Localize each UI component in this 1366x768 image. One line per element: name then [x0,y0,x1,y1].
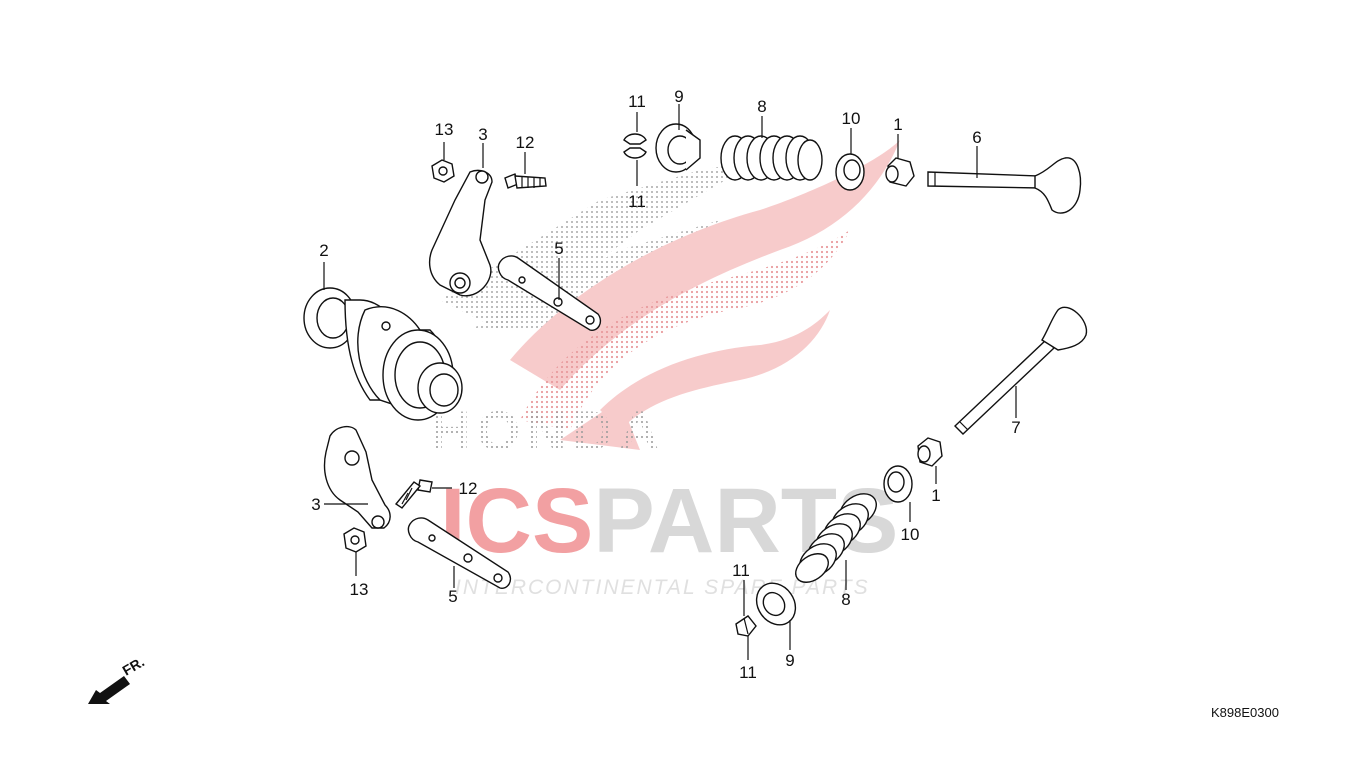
callout-11: 11 [628,92,646,111]
rocker-arm-upper [428,169,493,297]
callout-13: 13 [350,580,369,599]
callout-10: 10 [842,109,861,128]
adjusting-screw-upper [504,173,547,189]
callout-9: 9 [674,87,683,106]
valve-cotter-upper [623,133,647,159]
intake-valve [927,157,1082,214]
rocker-shaft-upper [497,255,602,331]
rocker-arm-lower [323,425,391,529]
valve-cotter-lower [735,615,757,637]
leader-lines [323,104,1017,660]
callout-12: 12 [459,479,478,498]
callout-5: 5 [554,239,563,258]
callout-9: 9 [785,651,794,670]
callout-1: 1 [931,486,940,505]
callout-13: 13 [435,120,454,139]
callout-10: 10 [901,525,920,544]
callout-11: 11 [732,561,750,580]
callout-8: 8 [757,97,766,116]
callout-3: 3 [478,125,487,144]
callout-11: 11 [739,663,757,682]
nut-lower [343,527,367,553]
front-arrow-icon [88,676,130,704]
adjusting-screw-lower [394,479,433,509]
nut-upper [431,159,455,183]
valve-spring-upper [720,135,823,181]
spring-seat-upper [835,153,865,191]
callout-1: 1 [893,115,902,134]
callout-6: 6 [972,128,981,147]
callout-2: 2 [319,241,328,260]
front-direction-indicator: FR. [88,653,147,704]
callout-12: 12 [516,133,535,152]
camshaft-part [303,287,463,421]
callout-8: 8 [841,590,850,609]
valve-spring-lower [795,493,877,583]
callout-3: 3 [311,495,320,514]
callout-11: 11 [628,192,646,211]
exhaust-valve [953,306,1088,435]
diagram-code: K898E0300 [1211,705,1279,720]
front-label: FR. [120,653,148,678]
spring-seat-lower [883,465,913,503]
callouts: 13 3 12 2 5 11 11 9 8 10 1 6 7 1 10 8 9 … [311,87,1020,682]
spring-retainer-lower [755,582,797,626]
stem-seal-lower [917,437,943,467]
callout-5: 5 [448,587,457,606]
stem-seal-upper [885,157,915,187]
callout-7: 7 [1011,418,1020,437]
spring-retainer-upper [655,123,701,173]
honda-brand-watermark: HONDA [430,399,665,462]
rocker-shaft-lower [407,517,512,589]
